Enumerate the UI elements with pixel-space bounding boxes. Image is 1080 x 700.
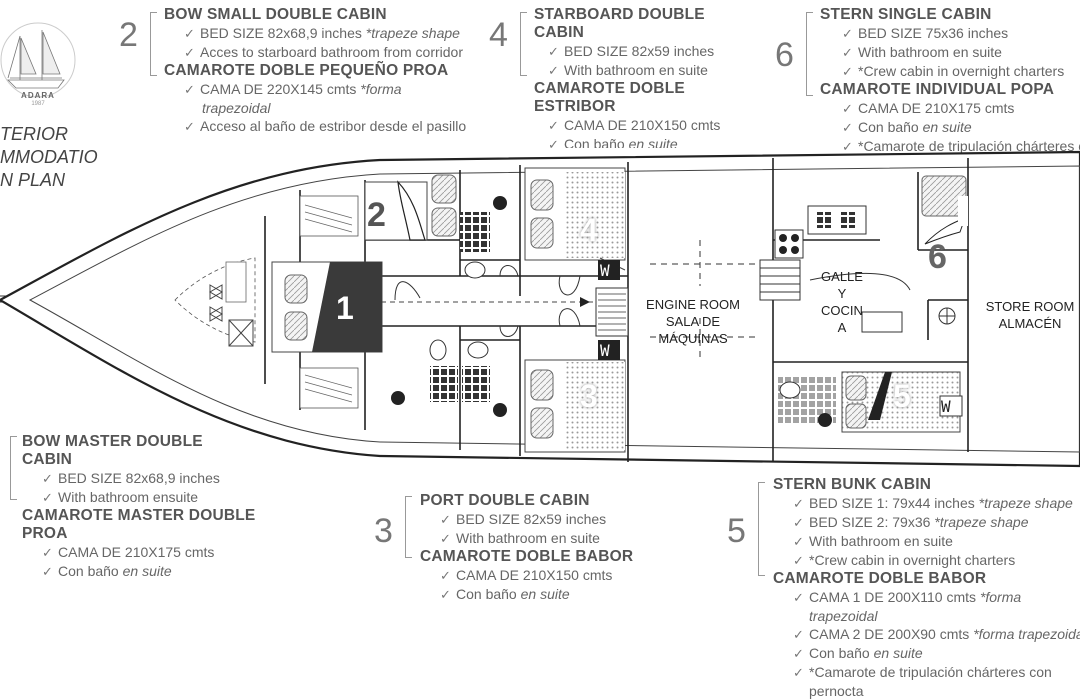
cabin-4-es-title-2: ESTRIBOR: [534, 98, 616, 115]
cabin-1-line: BED SIZE 82x68,9 inches: [22, 469, 255, 488]
logo-name: ADARA: [21, 91, 55, 100]
plan-title-line-1: TERIOR: [0, 124, 69, 144]
cabin-2-description: BOW SMALL DOUBLE CABIN BED SIZE 82x68,9 …: [164, 6, 466, 136]
cabin-2-es-line-cont: trapezoidal: [202, 100, 271, 116]
cabin-3-description: PORT DOUBLE CABIN BED SIZE 82x59 inches …: [420, 492, 633, 604]
plan-title-line-3: N PLAN: [0, 170, 66, 190]
plan-label-cabin-3: 3: [580, 378, 598, 414]
cabin-6-es-line: Con baño en suite: [820, 118, 1080, 137]
cabin-1-description: BOW MASTER DOUBLE CABIN BED SIZE 82x68,9…: [22, 433, 255, 581]
cabin-5-es-line: CAMA 2 DE 200X90 cmts *forma trapezoidal: [773, 625, 1080, 644]
galley-label-4: A: [837, 320, 847, 335]
cabin-3-line: With bathroom en suite: [420, 529, 633, 548]
cabin-1-es-title-1: CAMAROTE MASTER DOUBLE: [22, 507, 256, 524]
cabin-2-line: BED SIZE 82x68,9 inches *trapeze shape: [164, 24, 466, 43]
cabin-3-brace: [405, 496, 412, 558]
cabin-5-es-line: CAMA 1 DE 200X110 cmts *forma: [773, 588, 1080, 607]
cabin-6-brace: [806, 12, 813, 96]
cabin-5-description: STERN BUNK CABIN BED SIZE 1: 79x44 inche…: [773, 476, 1080, 700]
cabin-4-title-2: CABIN: [534, 24, 585, 41]
cabin-4-number: 4: [489, 16, 508, 54]
cabin-2-number: 2: [119, 16, 138, 54]
cabin-2-title: BOW SMALL DOUBLE CABIN: [164, 6, 387, 23]
cabin-3-es-title: CAMAROTE DOBLE BABOR: [420, 548, 634, 565]
plan-title-line-2: MMODATIO: [0, 147, 98, 167]
cabin-6-line: *Crew cabin in overnight charters: [820, 62, 1080, 81]
galley-label-1: GALLE: [821, 269, 863, 284]
cabin-4-title-1: STARBOARD DOUBLE: [534, 6, 705, 23]
cabin-4-description: STARBOARD DOUBLE CABIN BED SIZE 82x59 in…: [534, 6, 720, 148]
cabin-2-es-line: Acceso al baño de estribor desde el pasi…: [164, 117, 466, 136]
cabin-2-line: Acces to starboard bathroom from corrido…: [164, 43, 466, 62]
cabin-5-es-line-cont: trapezoidal: [809, 608, 878, 624]
cabin-6-description: STERN SINGLE CABIN BED SIZE 75x36 inches…: [820, 6, 1080, 174]
cabin-3-number: 3: [374, 512, 393, 550]
engine-room-label: ENGINE ROOM SALA DE MÁQUINAS: [636, 296, 750, 347]
cabin-6-es-title: CAMAROTE INDIVIDUAL POPA: [820, 81, 1055, 98]
svg-text:W: W: [600, 341, 610, 360]
cabin-2-es-title: CAMAROTE DOBLE PEQUEÑO PROA: [164, 62, 449, 79]
plan-label-cabin-2: 2: [367, 196, 386, 234]
store-room-label: STORE ROOM ALMACÉN: [978, 298, 1080, 332]
plan-label-cabin-5: 5: [893, 378, 911, 414]
plan-label-cabin-1: 1: [336, 290, 354, 326]
cabin-5-es-line: *Camarote de tripulación chárteres con: [773, 663, 1080, 682]
cabin-5-es-title: CAMAROTE DOBLE BABOR: [773, 570, 987, 587]
cabin-1-line: With bathroom ensuite: [22, 488, 255, 507]
store-room-label-es: ALMACÉN: [998, 316, 1062, 331]
cabin-6-title: STERN SINGLE CABIN: [820, 6, 992, 23]
cabin-6-number: 6: [775, 36, 794, 74]
plan-label-cabin-4: 4: [580, 212, 598, 248]
cabin-6-es-line: *Camarote de tripulación chárteres con: [820, 137, 1080, 156]
cabin-6-es-line: CAMA DE 210X175 cmts: [820, 99, 1080, 118]
cabin-1-es-line: Con baño en suite: [22, 562, 255, 581]
cabin-4-brace: [520, 12, 527, 76]
cabin-5-line: With bathroom en suite: [773, 532, 1080, 551]
cabin-4-es-title-1: CAMAROTE DOBLE: [534, 80, 685, 97]
cabin-4-es-line: CAMA DE 210X150 cmts: [534, 116, 720, 135]
store-room-label-en: STORE ROOM: [985, 299, 1075, 314]
galley-label-3: COCIN: [821, 303, 863, 318]
logo-sub: 1987: [31, 101, 45, 107]
cabin-3-line: BED SIZE 82x59 inches: [420, 510, 633, 529]
cabin-4-line: BED SIZE 82x59 inches: [534, 42, 720, 61]
cabin-3-title: PORT DOUBLE CABIN: [420, 492, 590, 509]
cabin-5-es-line: Con baño en suite: [773, 644, 1080, 663]
cabin-1-es-line: CAMA DE 210X175 cmts: [22, 543, 255, 562]
cabin-1-es-title-2: PROA: [22, 525, 68, 542]
cabin-3-es-line: CAMA DE 210X150 cmts: [420, 566, 633, 585]
deck-plan: W W W: [0, 150, 1080, 468]
cabin-5-title: STERN BUNK CABIN: [773, 476, 932, 493]
galley-label-2: Y: [837, 286, 847, 301]
cabin-5-es-line-cont: pernocta: [809, 683, 864, 699]
cabin-6-line: BED SIZE 75x36 inches: [820, 24, 1080, 43]
cabin-5-line: BED SIZE 1: 79x44 inches *trapeze shape: [773, 494, 1080, 513]
svg-text:W: W: [941, 397, 951, 416]
cabin-1-title-2: CABIN: [22, 451, 73, 468]
cabin-2-brace: [150, 12, 157, 76]
cabin-2-es-line: CAMA DE 220X145 cmts *forma: [164, 80, 466, 99]
cabin-1-title-1: BOW MASTER DOUBLE: [22, 433, 203, 450]
svg-text:W: W: [600, 261, 610, 280]
plan-label-cabin-6: 6: [928, 238, 947, 276]
engine-room-label-es-2: MÁQUINAS: [658, 331, 728, 346]
cabin-6-line: With bathroom en suite: [820, 43, 1080, 62]
cabin-4-es-line: Con baño en suite: [534, 135, 720, 148]
cabin-5-number: 5: [727, 512, 746, 550]
cabin-5-line: *Crew cabin in overnight charters: [773, 551, 1080, 570]
cabin-3-es-line: Con baño en suite: [420, 585, 633, 604]
engine-room-label-en: ENGINE ROOM: [646, 297, 740, 312]
company-logo: ADARA 1987: [0, 8, 76, 112]
engine-room-label-es: SALA DE: [665, 314, 721, 329]
plan-title: TERIOR MMODATIO N PLAN: [0, 123, 98, 192]
cabin-4-line: With bathroom en suite: [534, 61, 720, 80]
cabin-5-brace: [758, 482, 765, 576]
cabin-5-line: BED SIZE 2: 79x36 *trapeze shape: [773, 513, 1080, 532]
galley-label: GALLE Y COCIN A: [814, 268, 870, 336]
cabin-1-brace: [10, 436, 17, 500]
